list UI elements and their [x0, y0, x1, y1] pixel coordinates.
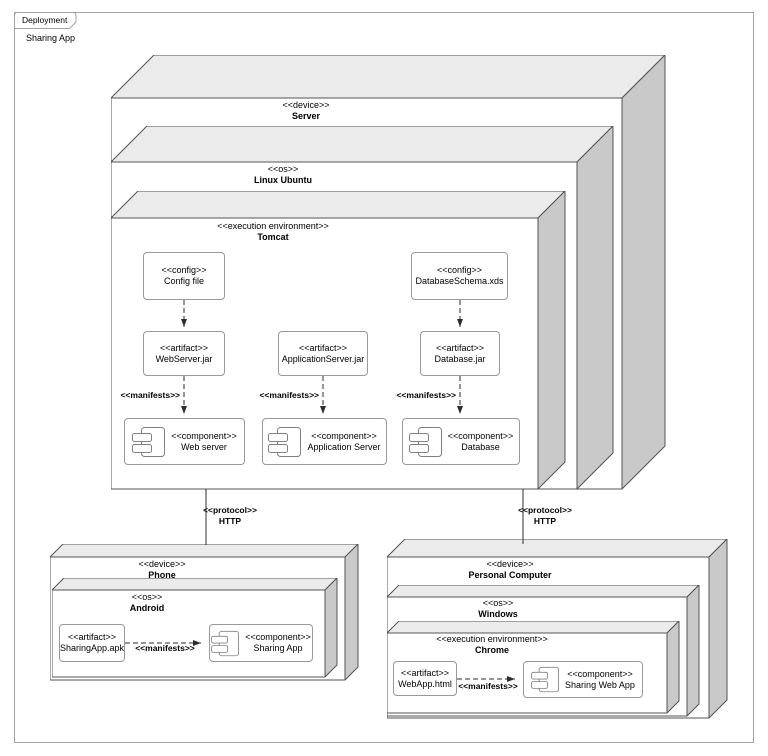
applicationserver-jar-stereotype: <<artifact>> — [298, 342, 348, 353]
sharing-web-app-name: Sharing Web App — [565, 679, 635, 690]
manifests-label-sharingapp: <<manifests>> — [135, 643, 195, 653]
server-name: Server — [291, 111, 321, 121]
tomcat-name: Tomcat — [257, 232, 289, 242]
sharing-app-stereotype: <<component>> — [245, 632, 311, 642]
config-file-stereotype: <<config>> — [161, 265, 207, 275]
server-stereotype: <<device>> — [282, 100, 330, 110]
frame-tab-shape — [14, 12, 77, 29]
webapp-html-name: WebApp.html — [398, 678, 452, 689]
config-file-name: Config file — [163, 276, 205, 286]
sharing-app-name: Sharing App — [253, 643, 303, 653]
pc-name: Personal Computer — [468, 570, 552, 580]
windows-title: <<os>> Windows — [348, 598, 648, 620]
protocol-name: HTTP — [533, 516, 557, 526]
protocol-name: HTTP — [218, 516, 242, 526]
database-schema-name: DatabaseSchema.xds — [415, 276, 504, 286]
sharing-app-component-box: <<component>> Sharing App — [209, 624, 313, 662]
manifests-label-appserver: <<manifests>> — [259, 390, 319, 400]
web-server-component-box: <<component>> Web server — [124, 418, 245, 465]
chrome-stereotype: <<execution environment>> — [436, 634, 548, 644]
sharing-web-app-stereotype: <<component>> — [567, 668, 633, 679]
phone-title: <<device>> Phone — [12, 559, 312, 581]
protocol-label-phone: <<protocol>> HTTP — [200, 505, 260, 527]
server-title: <<device>> Server — [156, 100, 456, 122]
application-server-component-box: <<component>> Application Server — [262, 418, 387, 465]
database-component-box: <<component>> Database — [402, 418, 520, 465]
web-server-stereotype: <<component>> — [171, 430, 237, 441]
linux-stereotype: <<os>> — [267, 164, 299, 174]
webapp-html-stereotype: <<artifact>> — [400, 667, 450, 678]
linux-title: <<os>> Linux Ubuntu — [133, 164, 433, 186]
chrome-title: <<execution environment>> Chrome — [342, 634, 642, 656]
manifests-label-sharingwebapp: <<manifests>> — [458, 681, 518, 691]
android-title: <<os>> Android — [0, 592, 297, 614]
linux-name: Linux Ubuntu — [254, 175, 312, 185]
pc-title: <<device>> Personal Computer — [360, 559, 660, 581]
database-jar-box: <<artifact>> Database.jar — [420, 331, 500, 376]
android-stereotype: <<os>> — [131, 592, 163, 602]
phone-name: Phone — [148, 570, 176, 580]
windows-name: Windows — [478, 609, 518, 619]
manifests-label-database: <<manifests>> — [396, 390, 456, 400]
tomcat-stereotype: <<execution environment>> — [217, 221, 329, 231]
applicationserver-jar-name: ApplicationServer.jar — [281, 353, 365, 364]
diagram-frame — [14, 12, 754, 743]
web-server-name: Web server — [181, 441, 227, 452]
protocol-stereotype: <<protocol>> — [518, 505, 572, 515]
sharingapp-apk-name: SharingApp.apk — [59, 643, 125, 653]
phone-stereotype: <<device>> — [138, 559, 186, 569]
application-server-name: Application Server — [307, 441, 381, 452]
sharingapp-apk-box: <<artifact>> SharingApp.apk — [59, 624, 125, 662]
config-file-box: <<config>> Config file — [143, 252, 225, 300]
component-icon — [211, 630, 240, 656]
webserver-jar-stereotype: <<artifact>> — [159, 342, 209, 353]
android-name: Android — [129, 603, 165, 613]
component-icon — [408, 426, 442, 457]
windows-stereotype: <<os>> — [482, 598, 514, 608]
webapp-html-box: <<artifact>> WebApp.html — [393, 661, 457, 696]
component-icon — [268, 426, 302, 457]
chrome-name: Chrome — [474, 645, 509, 655]
tomcat-title: <<execution environment>> Tomcat — [123, 221, 423, 243]
database-jar-stereotype: <<artifact>> — [435, 342, 485, 353]
database-component-stereotype: <<component>> — [447, 430, 514, 441]
manifests-label-webserver: <<manifests>> — [120, 390, 180, 400]
component-icon — [531, 666, 560, 693]
applicationserver-jar-box: <<artifact>> ApplicationServer.jar — [278, 331, 368, 376]
frame-tab: Deployment — [14, 12, 80, 29]
component-icon — [132, 426, 166, 457]
database-schema-stereotype: <<config>> — [436, 265, 483, 275]
sharingapp-apk-stereotype: <<artifact>> — [67, 632, 117, 642]
protocol-stereotype: <<protocol>> — [203, 505, 257, 515]
webserver-jar-box: <<artifact>> WebServer.jar — [143, 331, 225, 376]
database-component-name: Database — [461, 441, 500, 452]
protocol-label-pc: <<protocol>> HTTP — [515, 505, 575, 527]
pc-stereotype: <<device>> — [486, 559, 534, 569]
sharing-web-app-component-box: <<component>> Sharing Web App — [523, 661, 643, 698]
frame-title: Sharing App — [26, 33, 76, 43]
database-schema-box: <<config>> DatabaseSchema.xds — [411, 252, 508, 300]
application-server-stereotype: <<component>> — [311, 430, 377, 441]
webserver-jar-name: WebServer.jar — [155, 353, 213, 364]
database-jar-name: Database.jar — [434, 353, 486, 364]
frame-tab-label: Deployment — [22, 15, 68, 25]
